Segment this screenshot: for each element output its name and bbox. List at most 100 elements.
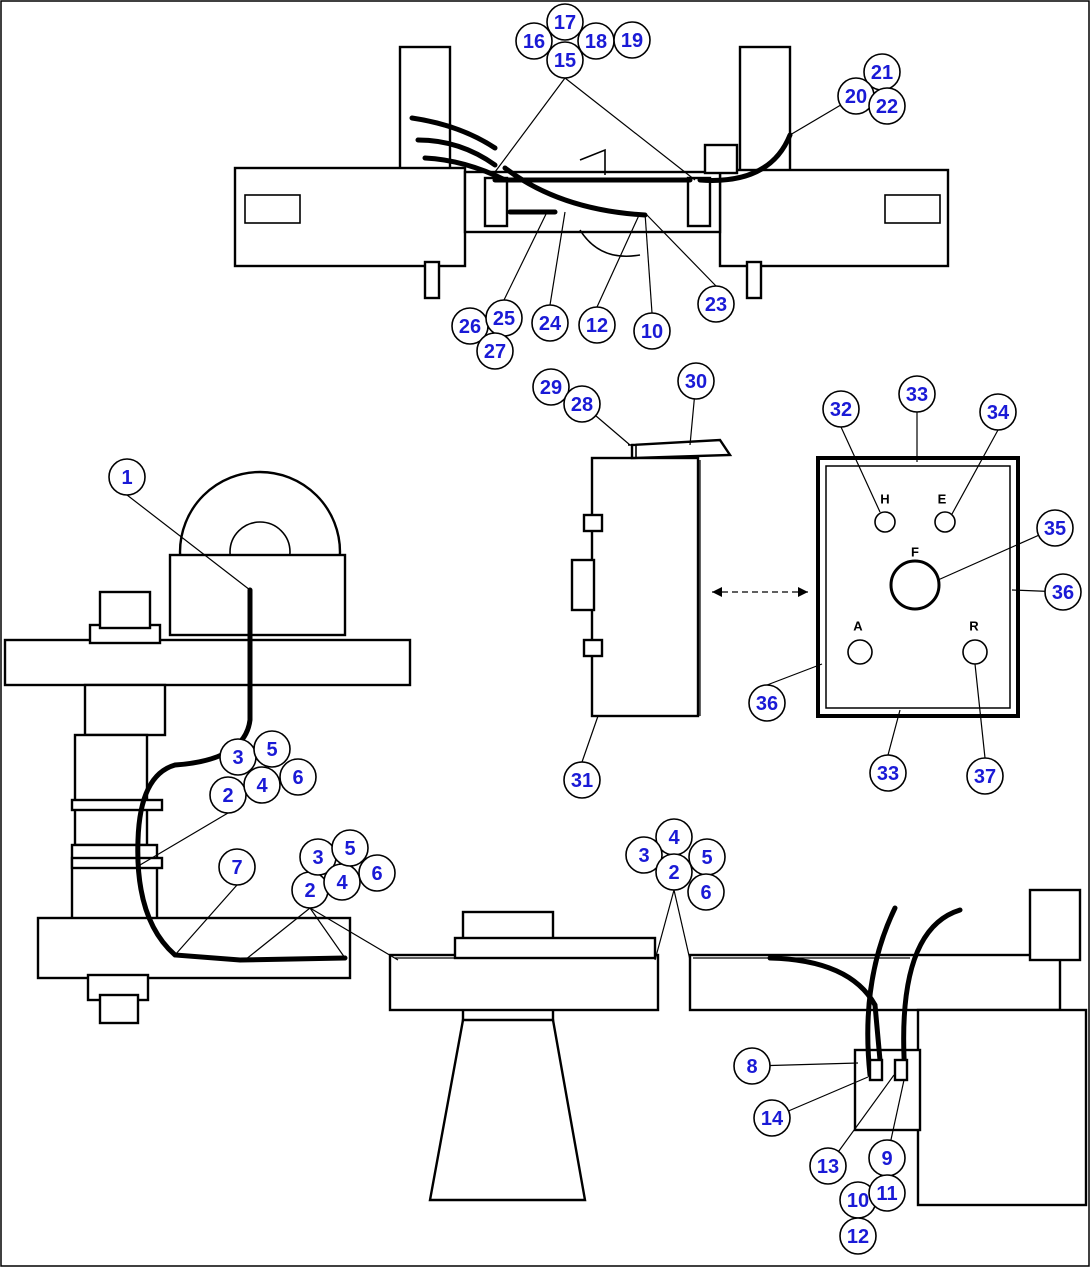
leader-line-12 [494,77,566,173]
callout-bubble [531,304,569,342]
callout-c4c: 4 [655,818,693,856]
callout-bubble [253,730,291,768]
callout-c26: 26 [451,307,489,345]
callout-bubble [868,1174,906,1212]
callout-number: 7 [231,857,242,879]
callout-number: 13 [817,1156,839,1178]
callout-bubble [697,285,735,323]
callout-bubble [868,87,906,125]
callout-number: 22 [876,96,898,118]
callout-c9: 9 [868,1139,906,1177]
callout-c8: 8 [733,1047,771,1085]
callout-c35: 35 [1036,509,1074,547]
callout-number: 23 [705,294,727,316]
callout-c6b: 6 [358,854,396,892]
callout-c1: 1 [108,458,146,496]
leader-line-22 [581,715,599,763]
callout-c31: 31 [563,761,601,799]
leader-line-26 [937,527,1056,581]
panel-letter-f: F [911,545,919,560]
callout-number: 28 [571,394,593,416]
panel-letter-e: E [938,492,947,507]
callout-c17: 17 [546,3,584,41]
callout-number: 30 [685,371,707,393]
callout-number: 34 [987,402,1010,424]
callout-c19: 19 [613,21,651,59]
callout-number: 10 [641,321,663,343]
callout-c36b: 36 [748,684,786,722]
callout-number: 12 [847,1226,869,1248]
callout-bubble [655,853,693,891]
leader-line-16 [549,211,566,306]
callout-bubble [578,306,616,344]
callout-bubble [869,754,907,792]
callout-c2a: 2 [209,776,247,814]
callout-number: 15 [554,50,576,72]
callout-bubble [966,757,1004,795]
callout-c10a: 10 [633,312,671,350]
callout-c4a: 4 [243,766,281,804]
callout-c3c: 3 [625,836,663,874]
callout-number: 14 [761,1108,784,1130]
callout-c15: 15 [546,41,584,79]
callout-c33a: 33 [898,375,936,413]
callout-c3a: 3 [219,738,257,776]
callout-bubble [1044,573,1082,611]
callout-bubble [476,332,514,370]
callout-c27: 27 [476,332,514,370]
callout-c33b: 33 [869,754,907,792]
callout-number: 32 [830,399,852,421]
callout-number: 21 [871,62,893,84]
callout-bubble [209,776,247,814]
callout-bubble [532,368,570,406]
callout-bubble [625,836,663,874]
callout-c34: 34 [979,393,1017,431]
callout-bubble [979,393,1017,431]
callout-c5a: 5 [253,730,291,768]
callout-bubble [677,362,715,400]
callout-c6a: 6 [279,758,317,796]
callout-number: 6 [292,767,303,789]
callout-c30: 30 [677,362,715,400]
callout-c32: 32 [822,390,860,428]
callout-number: 35 [1044,518,1066,540]
callout-number: 19 [621,30,643,52]
callout-number: 33 [877,763,899,785]
leader-line-25 [951,429,999,515]
leader-line-6 [654,889,675,961]
callout-bubble [546,41,584,79]
callout-number: 12 [586,315,608,337]
callout-c5c: 5 [688,838,726,876]
callout-number: 8 [746,1056,757,1078]
leader-line-1 [139,812,229,866]
callout-bubble [613,21,651,59]
callout-number: 11 [876,1183,897,1205]
leader-line-15 [503,209,549,301]
leader-line-28 [766,663,823,686]
callout-c4b: 4 [323,863,361,901]
panel-letter-a: A [853,619,863,634]
callout-c21: 21 [863,53,901,91]
callout-number: 17 [554,12,576,34]
callout-number: 20 [845,86,867,108]
leader-lines [126,77,1064,1167]
leader-line-0 [126,494,251,591]
callout-c13: 13 [809,1147,847,1185]
callout-number: 6 [371,863,382,885]
leader-line-2 [174,884,238,956]
callout-bubble [358,854,396,892]
callout-number: 27 [484,341,506,363]
callout-c25: 25 [485,299,523,337]
callout-bubble [1036,509,1074,547]
control-panel-front [712,456,1020,718]
leader-line-19 [644,212,717,287]
leader-line-3 [244,907,311,961]
callout-c7: 7 [218,848,256,886]
callout-bubble [809,1147,847,1185]
leader-line-18 [644,212,653,314]
callout-c10b: 10 [839,1181,877,1219]
callout-bubble [108,458,146,496]
